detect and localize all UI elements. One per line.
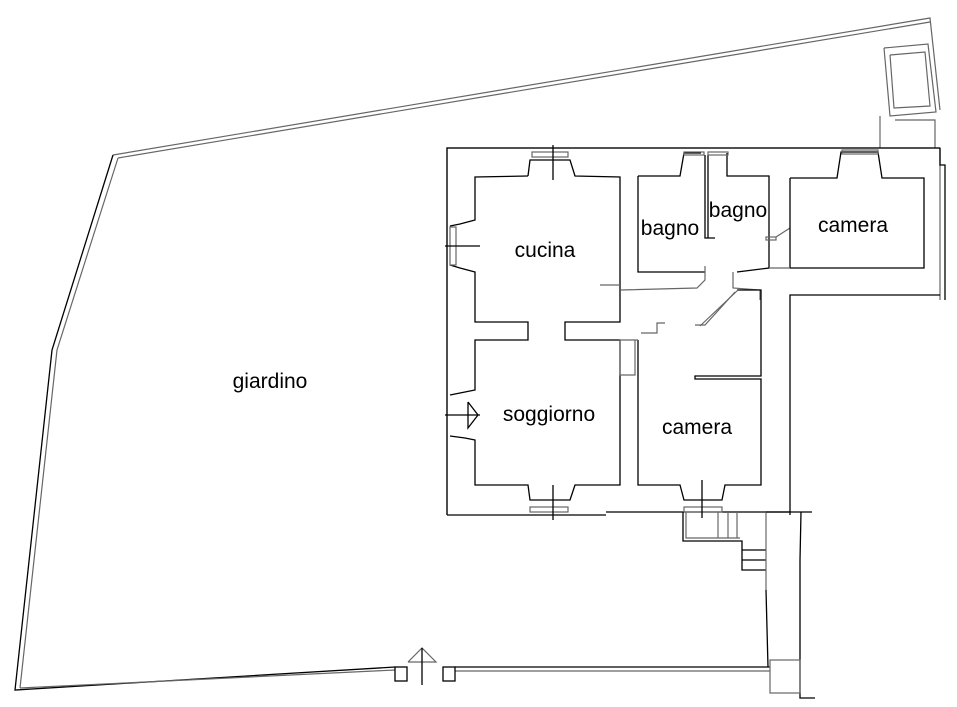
balcony xyxy=(879,43,937,148)
house-outer-walls xyxy=(446,147,946,516)
room-label-bathroom-left: bagno xyxy=(640,217,700,240)
room-label-living-room: soggiorno xyxy=(502,403,596,426)
room-label-kitchen: cucina xyxy=(514,239,576,262)
bathroom-walls xyxy=(600,151,791,300)
bedroom-bottom-walls xyxy=(619,289,762,518)
room-label-garden: giardino xyxy=(232,370,308,393)
kitchen-walls xyxy=(445,145,621,520)
room-label-bathroom-right: bagno xyxy=(708,199,768,222)
bedroom-top-walls xyxy=(770,149,925,269)
room-label-bedroom-bottom: camera xyxy=(661,416,733,439)
room-label-bedroom-top: camera xyxy=(817,214,889,237)
exterior-stairs xyxy=(682,511,815,699)
garden-boundary xyxy=(14,17,941,691)
